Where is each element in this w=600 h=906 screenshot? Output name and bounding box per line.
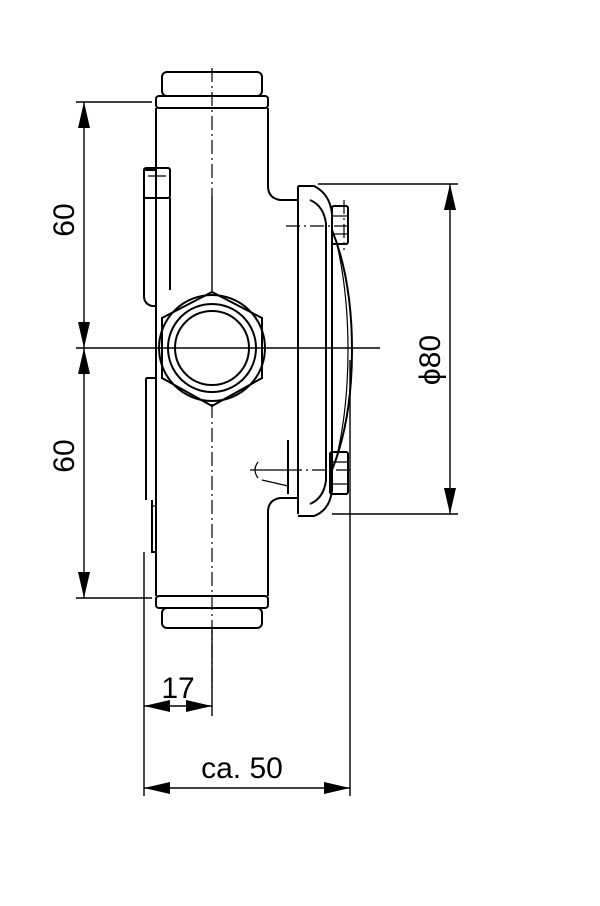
diameter-label: ϕ80 [414,335,447,385]
flange [250,185,354,517]
housing-body [143,108,298,596]
depth-label: ca. 50 [201,752,283,785]
dim-top-height: 60 [48,102,90,348]
bottom-height-label: 60 [48,439,81,472]
center-lines [211,68,350,690]
dim-depth: ca. 50 [144,752,350,794]
dim-diameter: ϕ80 [414,184,456,514]
dim-offset: 17 [144,672,212,712]
hex-nut-port [158,290,266,408]
offset-label: 17 [161,672,194,705]
dim-bottom-height: 60 [48,348,90,598]
top-height-label: 60 [48,203,81,236]
extension-lines [76,101,458,796]
